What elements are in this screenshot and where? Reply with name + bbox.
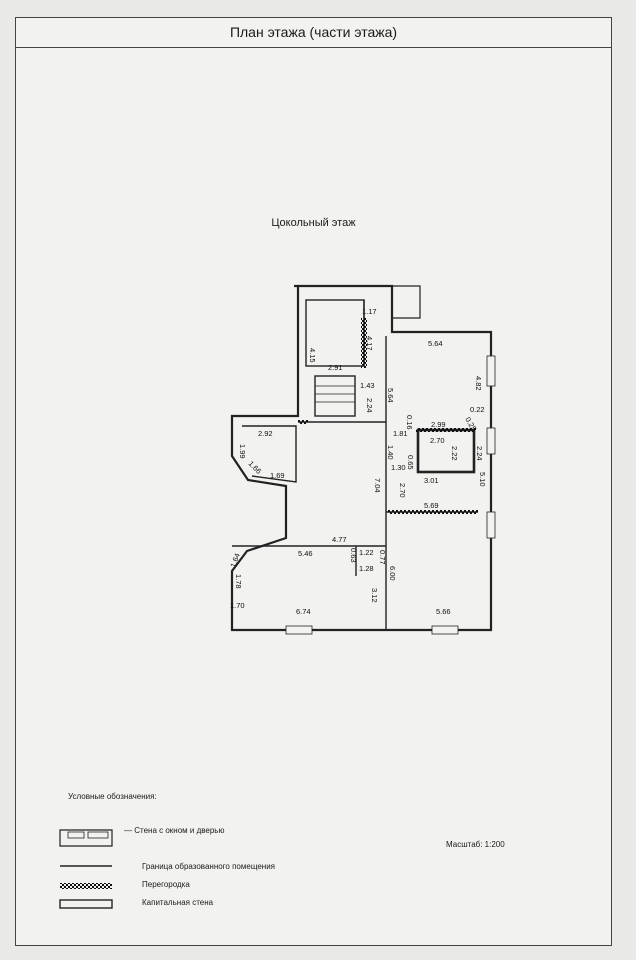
dim-label: 0.16 [405, 415, 414, 430]
dim-label: 2.99 [431, 420, 446, 429]
scale-label: Масштаб: 1:200 [446, 840, 505, 849]
partitions [298, 318, 478, 514]
dim-label: 0.63 [349, 548, 358, 563]
dim-label: 5.69 [424, 501, 439, 510]
page-title: План этажа (части этажа) [16, 18, 611, 48]
dim-label: 4.82 [474, 376, 483, 391]
floor-name: Цокольный этаж [271, 217, 356, 229]
dim-label: 4.15 [308, 348, 317, 363]
dim-label: 1.69 [270, 471, 285, 480]
dim-label: 2.22 [450, 446, 459, 461]
dim-label: 0.65 [406, 455, 415, 470]
dim-label: 1.43 [360, 381, 375, 390]
dim-label: 2.24 [365, 398, 374, 413]
legend-item-wall-window-door: — Стена с окном и дверью [124, 826, 225, 835]
dim-label: 1.70 [230, 601, 245, 610]
dim-label: 0.77 [378, 550, 387, 565]
inner-room [416, 428, 476, 474]
plan-sheet: План этажа (части этажа) Цокольный этаж [15, 17, 612, 946]
dim-label: 1.78 [234, 574, 243, 589]
dim-label: 1.66 [247, 459, 264, 476]
dim-label: 1.17 [362, 307, 377, 316]
legend-title: Условные обозначения: [68, 792, 157, 801]
dim-label: 7.04 [373, 478, 382, 493]
dim-label: 1.40 [386, 445, 395, 460]
dim-label: 6.00 [388, 566, 397, 581]
dim-label: 5.64 [428, 339, 443, 348]
floor-plan-drawing: 1.17 4.15 4.17 2.91 5.64 4.82 1.43 5.64 … [59, 284, 496, 909]
stairwell [314, 375, 356, 417]
dim-label: 1.30 [391, 463, 406, 472]
dim-label: 1.81 [393, 429, 408, 438]
dim-label: 3.12 [370, 588, 379, 603]
legend-symbols [59, 829, 113, 909]
dim-label: 2.24 [475, 446, 484, 461]
dim-label: 4.17 [365, 336, 374, 351]
dim-label: 1.28 [359, 564, 374, 573]
dim-label: 2.70 [430, 436, 445, 445]
dim-label: 4.77 [332, 535, 347, 544]
dim-label: 1.22 [359, 548, 374, 557]
dim-label: 5.66 [436, 607, 451, 616]
dim-label: 1.99 [238, 444, 247, 459]
inner-walls [232, 299, 478, 630]
dim-label: 5.46 [298, 549, 313, 558]
legend-item-partition: Перегородка [142, 880, 190, 889]
legend-item-capital-wall: Капитальная стена [142, 898, 214, 907]
dim-label: 2.92 [258, 429, 273, 438]
dimension-labels: 1.17 4.15 4.17 2.91 5.64 4.82 1.43 5.64 … [228, 307, 487, 616]
capital-walls [230, 284, 493, 632]
dim-label: 2.70 [398, 483, 407, 498]
top-stairs [392, 285, 421, 319]
dim-label: 6.74 [296, 607, 311, 616]
legend-item-room-boundary: Граница образованного помещения [142, 862, 275, 871]
dim-label: 1.64 [228, 552, 241, 569]
dim-label: 5.10 [478, 472, 487, 487]
dim-label: 0.22 [470, 405, 485, 414]
dim-label: 5.64 [386, 388, 395, 403]
windows [285, 355, 496, 635]
dim-label: 3.01 [424, 476, 439, 485]
dim-label: 2.91 [328, 363, 343, 372]
outer-wall [230, 284, 493, 632]
